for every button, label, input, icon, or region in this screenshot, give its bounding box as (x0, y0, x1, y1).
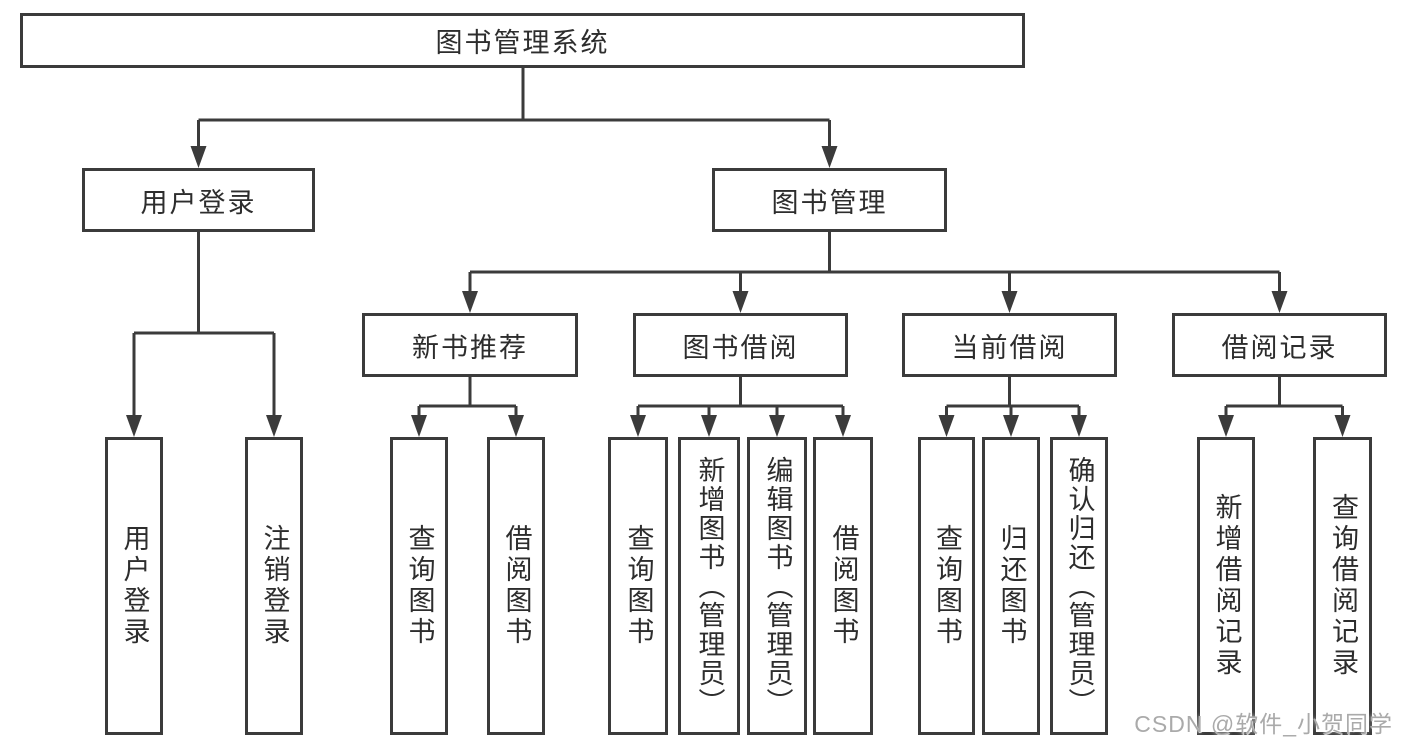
leaf-label: 新增图书（管理员） (694, 455, 725, 717)
leaf-label: 借阅图书 (501, 524, 532, 648)
node-book-management: 图书管理 (712, 168, 947, 232)
leaf-label: 归还图书 (996, 524, 1027, 648)
leaf-current-confirm-return-admin: 确认归还（管理员） (1050, 437, 1108, 735)
node-root-library-system: 图书管理系统 (20, 13, 1025, 68)
leaf-label: 新增借阅记录 (1211, 493, 1242, 679)
leaf-label: 查询借阅记录 (1328, 493, 1358, 679)
leaf-label: 注销登录 (259, 524, 290, 648)
leaf-label: 查询图书 (623, 524, 654, 648)
leaf-borrow-borrow-books: 借阅图书 (813, 437, 873, 735)
leaf-label: 查询图书 (932, 524, 962, 648)
leaf-records-query-borrow-record: 查询借阅记录 (1313, 437, 1372, 735)
leaf-current-return-books: 归还图书 (982, 437, 1040, 735)
node-new-book-recommendation: 新书推荐 (362, 313, 578, 377)
node-user-login: 用户登录 (82, 168, 315, 232)
node-current-borrowing: 当前借阅 (902, 313, 1117, 377)
leaf-label: 编辑图书（管理员） (762, 455, 793, 717)
leaf-user-login: 用户登录 (105, 437, 163, 735)
leaf-borrow-edit-books-admin: 编辑图书（管理员） (747, 437, 807, 735)
leaf-label: 查询图书 (404, 524, 435, 648)
leaf-borrow-add-books-admin: 新增图书（管理员） (678, 437, 740, 735)
node-book-borrowing: 图书借阅 (633, 313, 848, 377)
leaf-label: 用户登录 (119, 524, 150, 648)
leaf-label: 确认归还（管理员） (1064, 455, 1095, 717)
leaf-borrow-query-books: 查询图书 (608, 437, 668, 735)
node-borrowing-records: 借阅记录 (1172, 313, 1387, 377)
leaf-logout: 注销登录 (245, 437, 303, 735)
leaf-records-add-borrow-record: 新增借阅记录 (1197, 437, 1255, 735)
leaf-recommend-borrow-books: 借阅图书 (487, 437, 545, 735)
leaf-label: 借阅图书 (828, 524, 859, 648)
leaf-current-query-books: 查询图书 (918, 437, 975, 735)
csdn-watermark: CSDN @软件_小贺同学 (1134, 711, 1393, 737)
leaf-recommend-query-books: 查询图书 (390, 437, 448, 735)
